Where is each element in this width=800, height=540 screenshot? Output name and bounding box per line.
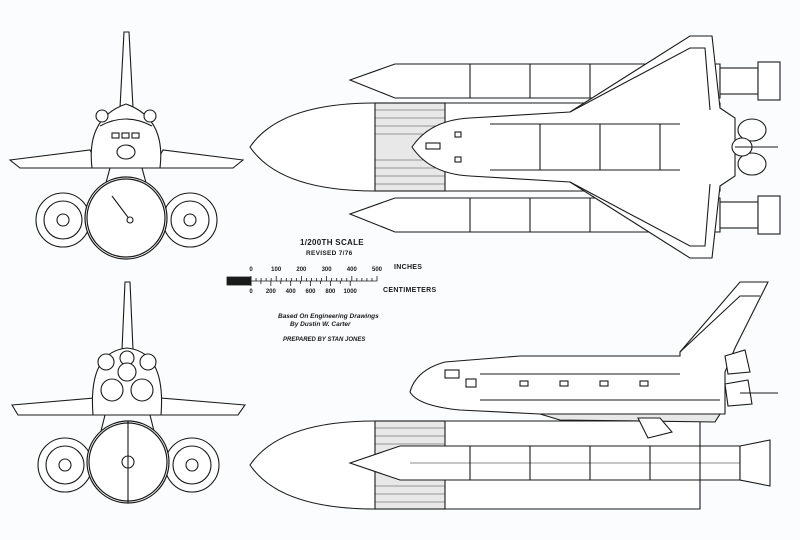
inch-tick-label: 400 xyxy=(346,267,357,273)
credit-author: By Dustin W. Carter xyxy=(290,321,351,328)
centimeter-scale-ticks xyxy=(250,281,351,286)
credit-preparer: PREPARED BY STAN JONES xyxy=(283,337,366,343)
inch-tick-label: 0 xyxy=(249,267,253,273)
front-view xyxy=(8,31,245,260)
cm-tick-label: 800 xyxy=(325,289,336,295)
cm-tick-label: 1000 xyxy=(343,289,357,295)
inch-tick-label: 200 xyxy=(296,267,307,273)
top-view xyxy=(249,35,781,259)
inch-tick-label: 500 xyxy=(371,267,383,273)
side-view xyxy=(249,281,778,510)
scale-title: 1/200TH SCALE xyxy=(300,238,364,247)
inch-scale-ticks xyxy=(250,276,378,281)
cm-tick-label: 0 xyxy=(249,289,253,295)
credit-source: Based On Engineering Drawings xyxy=(278,313,379,320)
inch-tick-label: 300 xyxy=(321,267,332,273)
cm-tick-label: 400 xyxy=(285,289,296,295)
cm-tick-label: 200 xyxy=(265,289,276,295)
centimeters-label: CENTIMETERS xyxy=(383,287,437,294)
inch-tick-label: 100 xyxy=(271,267,282,273)
inches-label: INCHES xyxy=(394,264,423,271)
cm-tick-label: 600 xyxy=(305,289,316,295)
scale-bar xyxy=(226,276,378,286)
rear-view xyxy=(11,281,247,504)
revision-note: REVISED 7/76 xyxy=(306,250,353,257)
